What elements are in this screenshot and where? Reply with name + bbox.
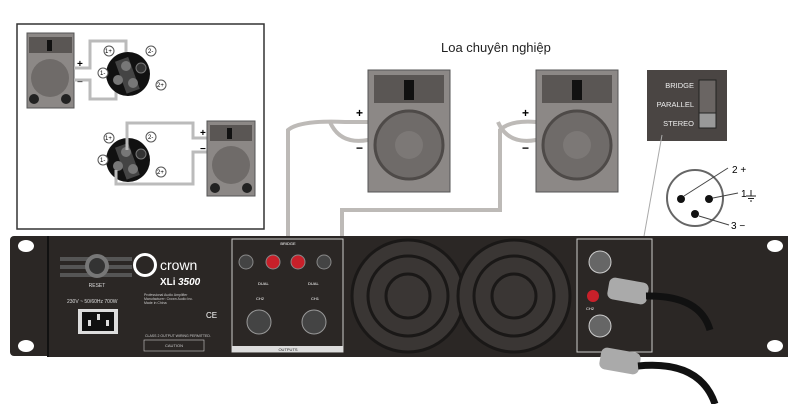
ch1-label: CH1 — [311, 296, 320, 301]
connector-2-pin-labels: 1+ 1- 2- 2+ — [97, 131, 167, 178]
xlr-input-ch1 — [588, 250, 612, 274]
bridge-label: BRIDGE — [280, 241, 296, 246]
iec-power-inlet — [78, 309, 118, 334]
switch-option-parallel: PARALLEL — [657, 100, 694, 109]
speakon-jack-ch1 — [301, 309, 327, 335]
amplifier-rear-panel: RESET 230V ~ 50/60Hz 700W crown XLi 3500… — [10, 236, 788, 357]
xlr-pinout: 2 + 1 3 − — [666, 165, 756, 232]
speakon-connector-1 — [106, 52, 150, 96]
inset-minus-label-2: − — [200, 144, 206, 155]
caution-label: CAUTION — [165, 343, 183, 348]
binding-post — [316, 254, 332, 270]
pin-label: 2+ — [157, 83, 164, 89]
pin-label: 1- — [100, 158, 105, 164]
power-rating: 230V ~ 50/60Hz 700W — [67, 299, 118, 305]
minus-label: − — [522, 141, 529, 155]
inset-plus-label-2: + — [200, 128, 206, 139]
pin-label: 1- — [100, 71, 105, 77]
dual-label: DUAL — [258, 281, 269, 286]
pin-3-label: 3 − — [731, 221, 745, 232]
pin-label: 2+ — [157, 170, 164, 176]
pin-2-label: 2 + — [732, 165, 746, 176]
binding-post — [265, 254, 281, 270]
inset-wiring-panel: + − 1+ 1- 2- 2+ 1+ 1- 2- 2+ + − — [16, 23, 265, 230]
speaker-cables — [286, 119, 537, 325]
page-title: Loa chuyên nghiệp — [441, 40, 551, 55]
ch2-label: CH2 — [256, 296, 265, 301]
binding-post — [290, 254, 306, 270]
pin-1-label: 1 — [741, 189, 747, 200]
pin-label: 2- — [148, 49, 153, 55]
dual-label: DUAL — [308, 281, 319, 286]
pin-label: 2- — [148, 135, 153, 141]
plus-label: + — [522, 106, 529, 120]
output-panel: BRIDGE DUAL DUAL CH2 CH1 OUTPUTS — [231, 238, 344, 353]
switch-option-stereo: STEREO — [663, 119, 694, 128]
rca-input — [587, 290, 599, 302]
inset-minus-label: − — [77, 77, 83, 88]
xlr-cables — [599, 277, 719, 406]
reset-button: RESET — [60, 254, 132, 289]
minus-label: − — [356, 141, 363, 155]
pin-label: 1+ — [105, 136, 112, 142]
connector-1-pin-labels: 1+ 1- 2- 2+ — [97, 45, 167, 91]
speakon-jack-ch2 — [246, 309, 272, 335]
plus-label: + — [356, 106, 363, 120]
inset-speaker-2 — [206, 120, 256, 197]
speaker-right: + − — [522, 68, 620, 194]
ground-icon — [746, 190, 756, 202]
speaker-left: + − — [356, 68, 452, 194]
binding-post — [238, 254, 254, 270]
ce-mark: CE — [206, 311, 217, 320]
description-line: Made in China — [144, 301, 167, 305]
input-ch2-label: CH2 — [586, 306, 595, 311]
reset-label: RESET — [89, 283, 106, 289]
model-prefix: XLi — [160, 277, 176, 288]
inset-plus-label: + — [77, 59, 83, 70]
description-line: Professional Audio Amplifier — [144, 293, 188, 297]
switch-option-bridge: BRIDGE — [665, 81, 694, 90]
xlr-input-ch2 — [588, 314, 612, 338]
cooling-fans — [350, 238, 572, 354]
model-number: 3500 — [178, 277, 201, 288]
brand-logo: crown — [160, 257, 197, 273]
switch-slider — [698, 112, 717, 129]
inset-speaker-1 — [26, 32, 75, 109]
description-line: Manufacturer: Crown Audio Inc. — [144, 297, 193, 301]
mode-switch-callout: BRIDGE PARALLEL STEREO — [637, 70, 727, 271]
outputs-label: OUTPUTS — [278, 347, 297, 352]
pin-label: 1+ — [105, 49, 112, 55]
class-notice: CLASS 2 OUTPUT WIRING PERMITTED. — [145, 334, 211, 338]
